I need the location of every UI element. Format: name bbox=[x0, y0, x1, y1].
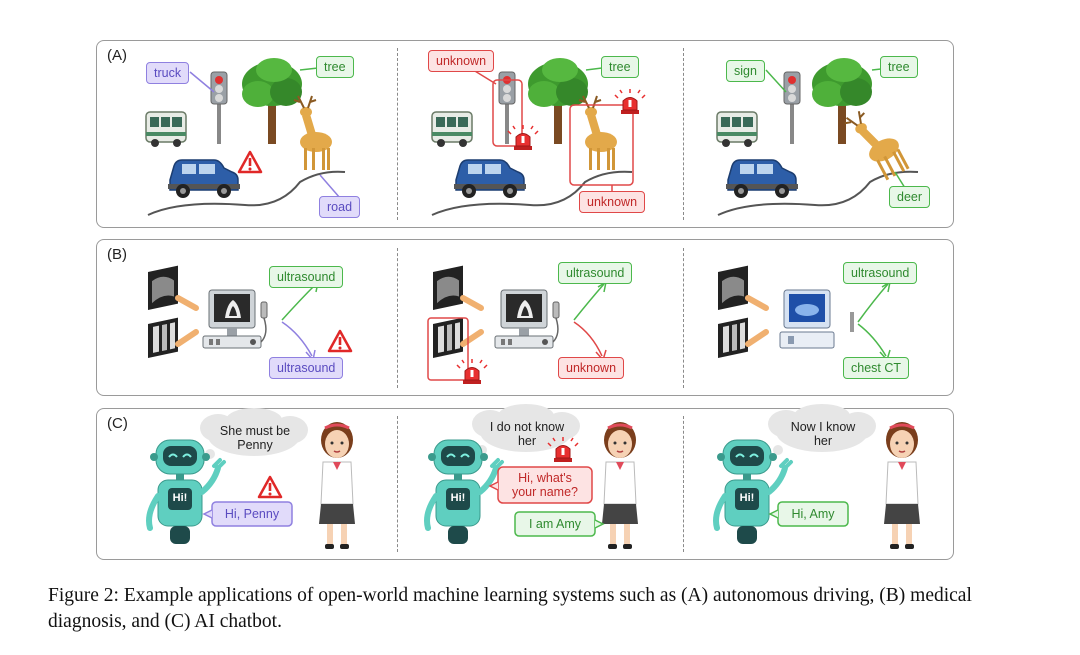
divider-b-1 bbox=[397, 248, 398, 388]
divider-b-2 bbox=[683, 248, 684, 388]
label-truck: truck bbox=[146, 62, 190, 84]
label-deer: deer bbox=[889, 186, 931, 208]
robot-reply: Hi, Amy bbox=[791, 507, 835, 521]
label-unknown: unknown bbox=[428, 50, 495, 72]
divider-c-2 bbox=[683, 416, 684, 552]
robot-question-line: Hi, what's bbox=[518, 471, 572, 485]
robot-thought-line: Penny bbox=[237, 438, 273, 452]
label-unknown: unknown bbox=[579, 191, 646, 213]
panel-label-a: (A) bbox=[107, 47, 127, 64]
label-ultrasound: ultrasound bbox=[558, 262, 633, 284]
label-sign: sign bbox=[726, 60, 765, 82]
robot-thought-line: She must be bbox=[219, 424, 291, 438]
robot-thought-line: her bbox=[517, 434, 537, 448]
robot-thought: Now I know her bbox=[776, 420, 870, 448]
robot-screen-text: Hi! bbox=[172, 492, 188, 504]
figure-caption: Figure 2: Example applications of open-w… bbox=[48, 585, 972, 632]
robot-thought: She must be Penny bbox=[208, 424, 302, 452]
robot-reply: Hi, Penny bbox=[224, 507, 280, 521]
label-ultrasound: ultrasound bbox=[269, 357, 344, 379]
divider-a-2 bbox=[683, 48, 684, 220]
label-tree: tree bbox=[601, 56, 639, 78]
robot-screen-text: Hi! bbox=[739, 492, 755, 504]
label-road: road bbox=[319, 196, 361, 218]
robot-thought-line: I do not know bbox=[489, 420, 565, 434]
label-unknown: unknown bbox=[558, 357, 625, 379]
robot-screen-text: Hi! bbox=[450, 492, 466, 504]
divider-c-1 bbox=[397, 416, 398, 552]
robot-thought: I do not know her bbox=[480, 420, 574, 448]
label-tree: tree bbox=[880, 56, 918, 78]
label-chest-ct: chest CT bbox=[843, 357, 910, 379]
label-ultrasound: ultrasound bbox=[843, 262, 918, 284]
divider-a-1 bbox=[397, 48, 398, 220]
user-answer: I am Amy bbox=[528, 517, 582, 531]
robot-thought-line: her bbox=[813, 434, 833, 448]
panel-label-b: (B) bbox=[107, 246, 127, 263]
label-ultrasound: ultrasound bbox=[269, 266, 344, 288]
panel-label-c: (C) bbox=[107, 415, 128, 432]
robot-question-line: your name? bbox=[511, 485, 578, 499]
robot-thought-line: Now I know bbox=[790, 420, 856, 434]
robot-question: Hi, what's your name? bbox=[498, 471, 592, 499]
label-tree: tree bbox=[316, 56, 354, 78]
